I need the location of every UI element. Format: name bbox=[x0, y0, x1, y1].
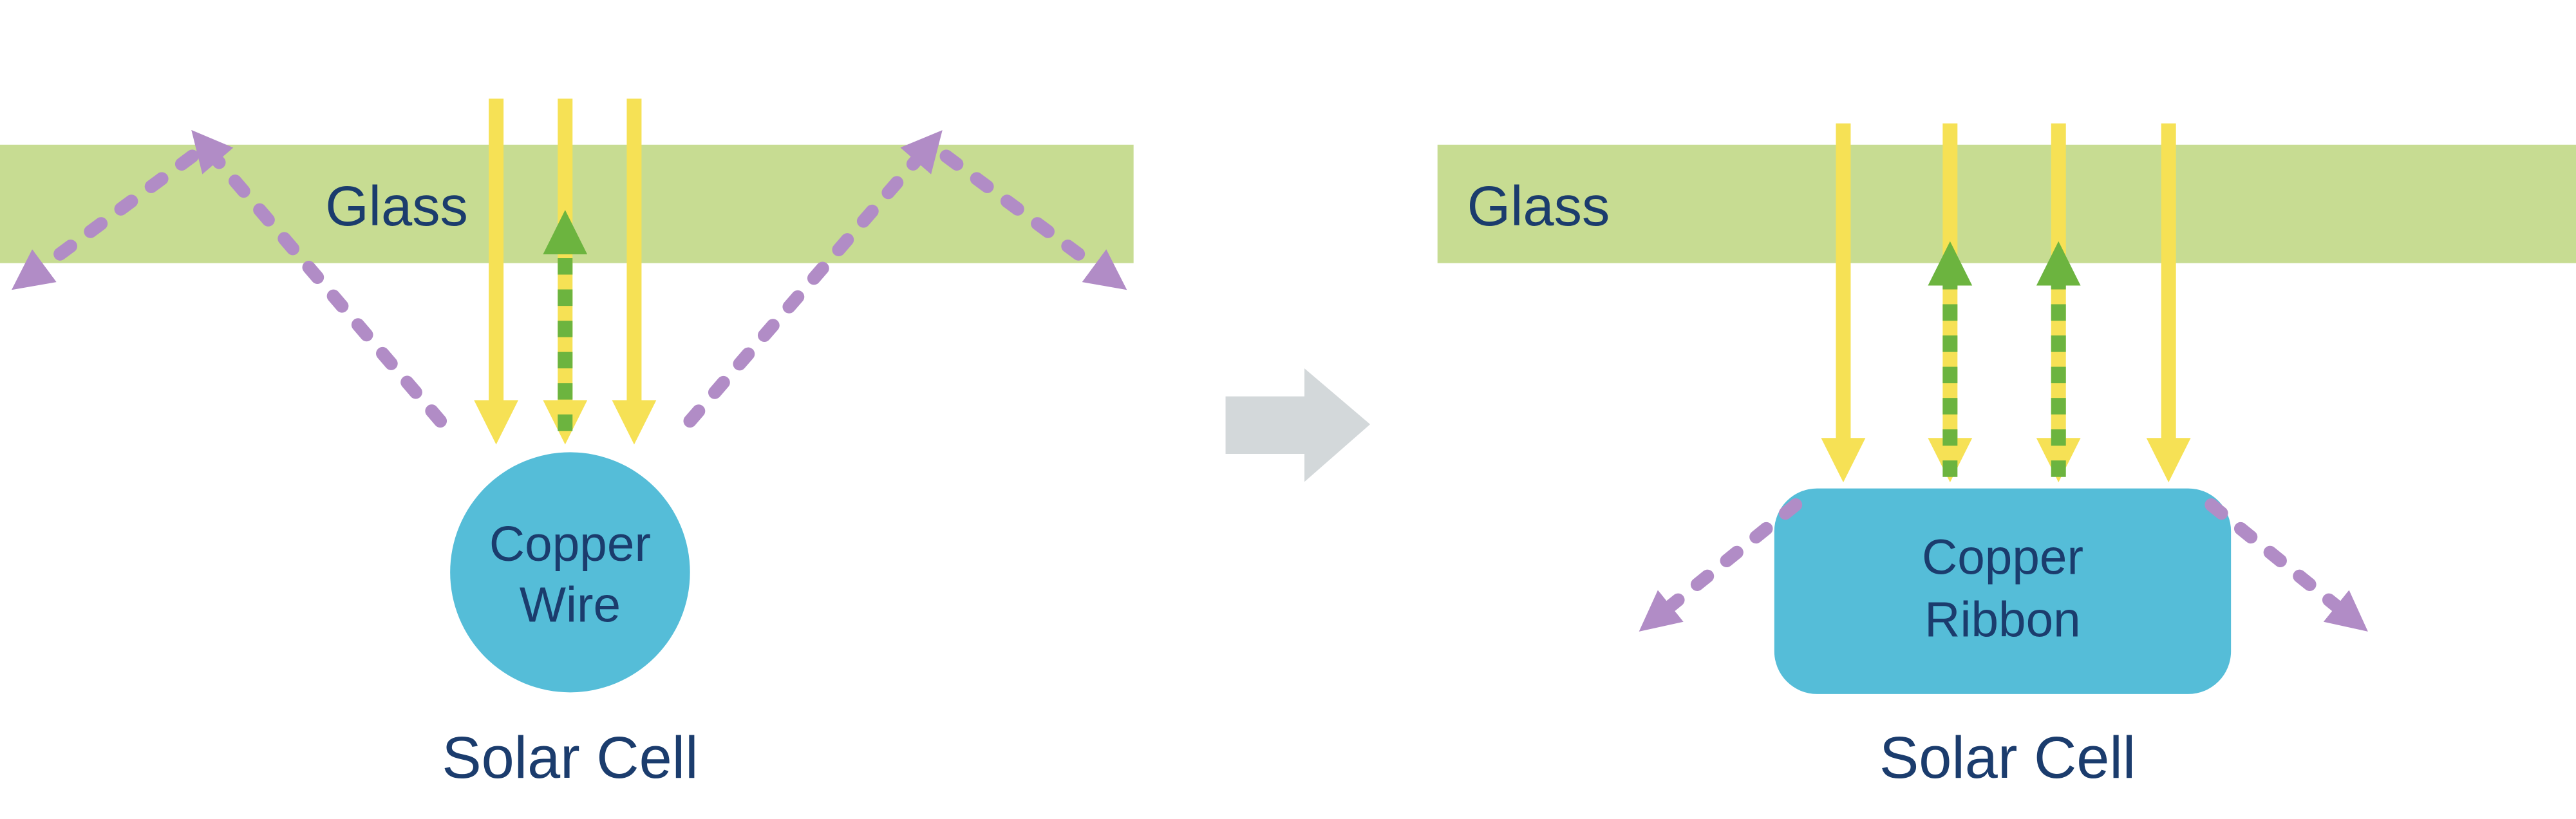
glass-label: Glass bbox=[1467, 175, 1610, 238]
copper-wire-label-line2: Wire bbox=[520, 578, 621, 632]
scattered-light-left bbox=[11, 129, 447, 428]
solar-cell-label: Solar Cell bbox=[1879, 725, 2136, 791]
solar-cell-label: Solar Cell bbox=[442, 725, 698, 791]
scattered-ray-out-icon bbox=[1639, 498, 1803, 632]
scattered-ray-out-icon bbox=[2205, 498, 2368, 632]
copper-ribbon-label-line2: Ribbon bbox=[1924, 592, 2081, 647]
scattered-ray-out-icon bbox=[11, 149, 199, 290]
copper-wire bbox=[450, 452, 690, 693]
glass-label: Glass bbox=[325, 175, 468, 238]
scattered-ray-out-icon bbox=[939, 149, 1127, 290]
copper-wire-label-line1: Copper bbox=[489, 517, 651, 572]
left-panel: Copper Wire Glass Solar Cell bbox=[0, 99, 1134, 791]
copper-ribbon bbox=[1774, 488, 2232, 694]
glass-bar bbox=[1437, 144, 2576, 263]
scattered-light-right bbox=[683, 130, 1127, 428]
right-panel: Copper Ribbon Glass Solar Cell bbox=[1437, 123, 2576, 791]
copper-ribbon-label-line1: Copper bbox=[1922, 530, 2083, 585]
transition-arrow-icon bbox=[1225, 368, 1371, 482]
